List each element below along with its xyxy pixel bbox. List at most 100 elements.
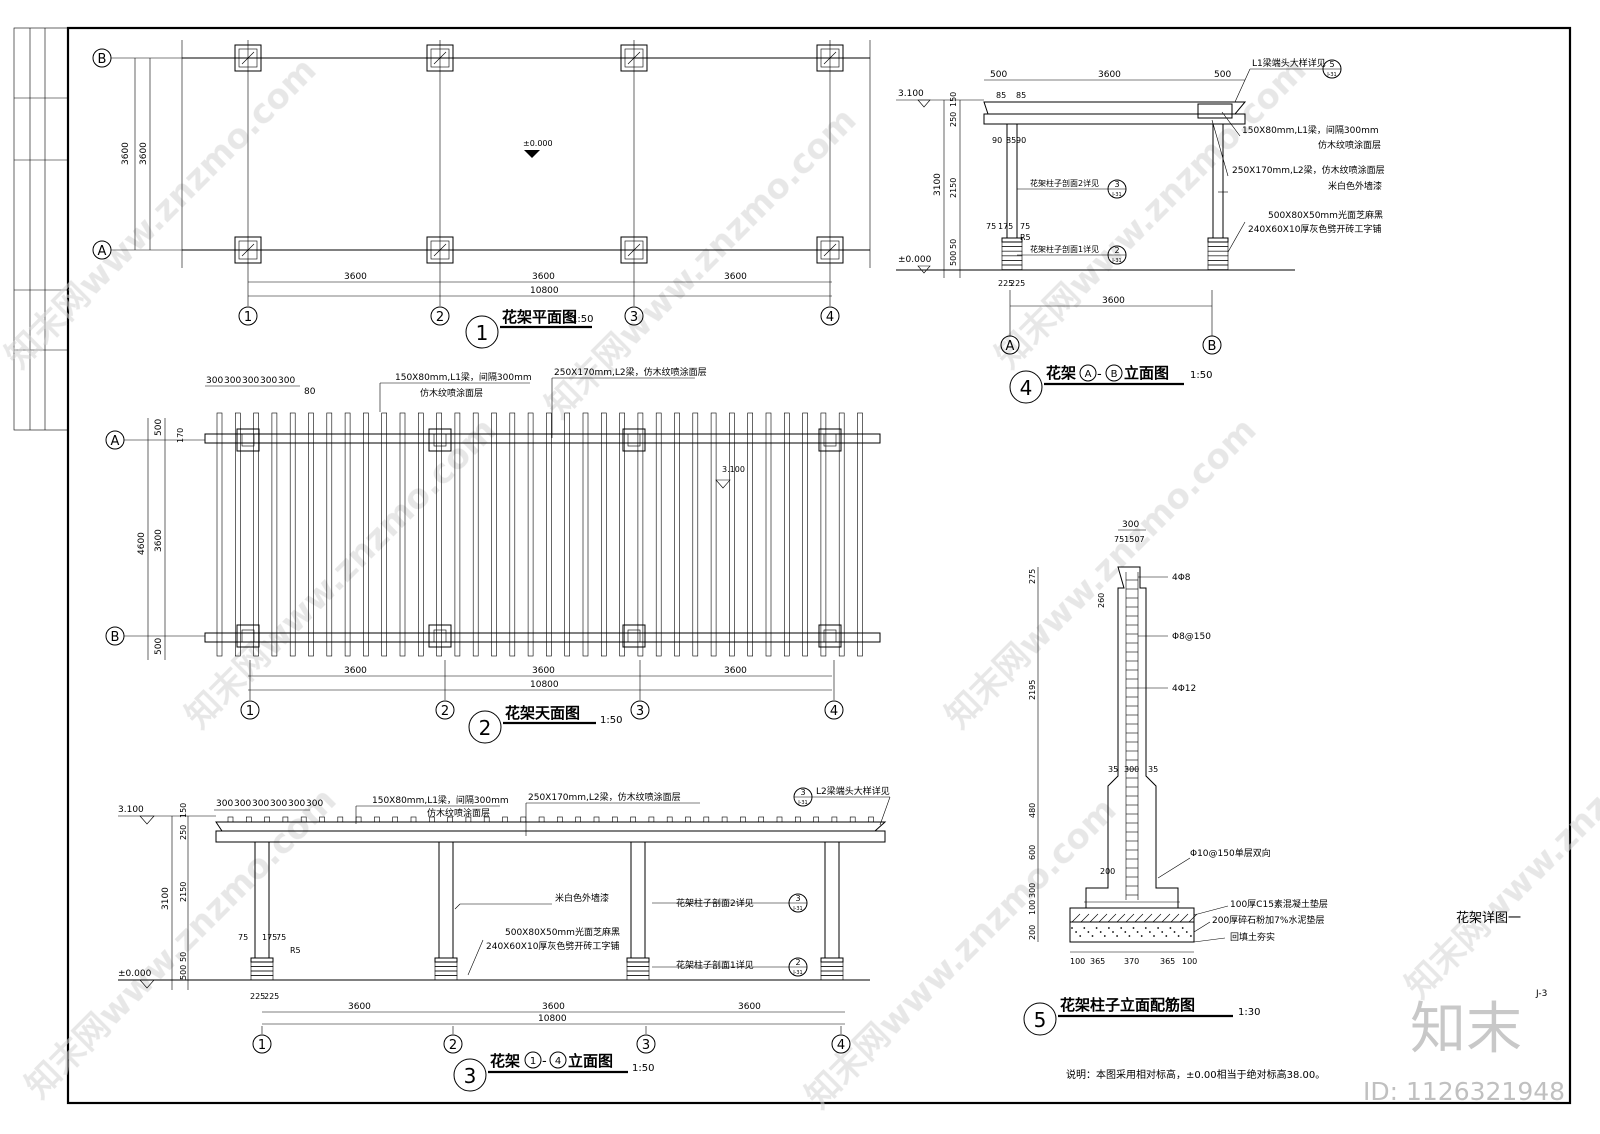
drawing-note: 说明：本图采用相对标高，±0.00相当于绝对标高38.00。 [1066,1068,1325,1081]
ref-number: 3 [795,894,800,903]
axis-bubble [252,1034,272,1054]
gravel-dot [1112,931,1114,933]
dim-text: 300 [288,799,305,809]
gravel-dot [1140,935,1143,937]
column-core [238,48,258,68]
column-top [236,624,260,648]
l1-beam [235,412,241,657]
finish-label: 240X60X10厚灰色劈开砖工字铺 [486,940,619,952]
l1-beam [253,412,259,657]
column-shaft [630,841,646,959]
axis-bubble [624,306,644,326]
dim-text: 75 [238,933,248,942]
hatch-line [1071,913,1081,923]
view-number: 5 [1034,1008,1047,1032]
axis-bubble [443,1034,463,1054]
column-core [823,433,837,447]
ref-sheet: J-31 [1326,72,1336,78]
dim-text: 3600 [724,666,747,676]
l1-beam-end [611,816,618,823]
ref-number: 2 [795,958,800,967]
dim-text: 100 [1028,900,1037,915]
rebar-label: 4Φ12 [1172,684,1196,694]
brick-course [1207,264,1229,270]
brick-course [820,970,844,976]
axis-label: A [1006,339,1015,354]
dim-text: 3600 [121,142,131,165]
dim-text: 150 [949,92,958,107]
l1-beam-end [776,816,783,823]
gravel-dot [1128,935,1131,937]
gravel-dot [1161,931,1164,933]
brick-course [1207,260,1229,266]
dim-text: 300 [1122,520,1139,530]
axis-label: 2 [449,1038,457,1053]
dim-text: 85 [1006,136,1016,145]
column-cap [820,957,844,963]
dim-text: 300 [260,376,277,386]
column-mark [241,243,255,257]
dim-text: 200 [1028,925,1037,940]
column-core [627,629,641,643]
gravel-dot [1075,931,1077,933]
dim-text: 75 [1020,222,1030,231]
l1-beam [216,412,223,657]
dim-text: 10800 [538,1014,567,1024]
l1-beam-end [227,816,234,823]
dim-text: 35 [1148,765,1158,774]
column-mark [823,51,837,65]
beam-label: 150X80mm,L1梁，间隔300mm [1242,124,1379,136]
column-mark [433,51,447,65]
column-plan [234,236,262,264]
level-text: 3.100 [722,465,745,474]
ref-number: 2 [1114,246,1119,255]
axis-label: A [1085,369,1092,380]
axis-bubble [435,700,455,720]
hatch-line [1170,913,1180,923]
hatch-line [1125,913,1135,923]
gravel-dot [1108,927,1110,929]
gravel-dot [1144,927,1147,929]
hatch-line [1089,913,1099,923]
l1-beam-end [630,816,636,823]
level-text: 3.100 [898,89,924,99]
top-view: A B 4600 3600 500 500 170 300 300 300 30… [105,366,881,744]
column-core [624,240,644,260]
axis-bubble [636,1034,656,1054]
gravel-dot [1157,927,1159,929]
brick-course [1207,250,1229,257]
brick-course [250,961,274,967]
l1-beam [783,412,790,657]
brick-course [434,975,458,981]
l1-beam [747,412,754,657]
sheet-frame [13,26,1572,1105]
l1-beam-end [666,816,673,823]
l1-beam [674,412,680,657]
column-mark [627,51,641,65]
brick-course [820,975,844,981]
l1-beam [857,412,863,657]
column-mark [241,51,255,65]
brick-course [1001,241,1023,247]
dim-text: 10800 [530,286,559,296]
dim-text: 3600 [348,1002,371,1012]
brick-course [626,970,650,976]
dim-text: 365 [1160,957,1175,966]
dim-text: 3600 [344,666,367,676]
dim-text: 3100 [933,173,943,196]
dim-text: 3600 [532,666,555,676]
plan-view: B A 3600 3600 ±0.000 3600 3600 3600 1080… [92,40,871,349]
l1-beam-end [392,816,399,823]
watermark-text: 知末网www.znzmo.com [178,410,504,736]
l1-beam-end [868,816,874,823]
hatch-line [1188,913,1198,923]
l1-beam-end [319,816,325,823]
axis-label: B [1208,339,1217,354]
axis-label: 3 [630,310,638,325]
axis-label: B [1111,369,1118,380]
column-plan [620,44,648,72]
column-top [428,428,452,452]
l1-beam [289,412,296,657]
l1-beam [838,412,845,657]
dim-text: 3100 [161,887,171,910]
